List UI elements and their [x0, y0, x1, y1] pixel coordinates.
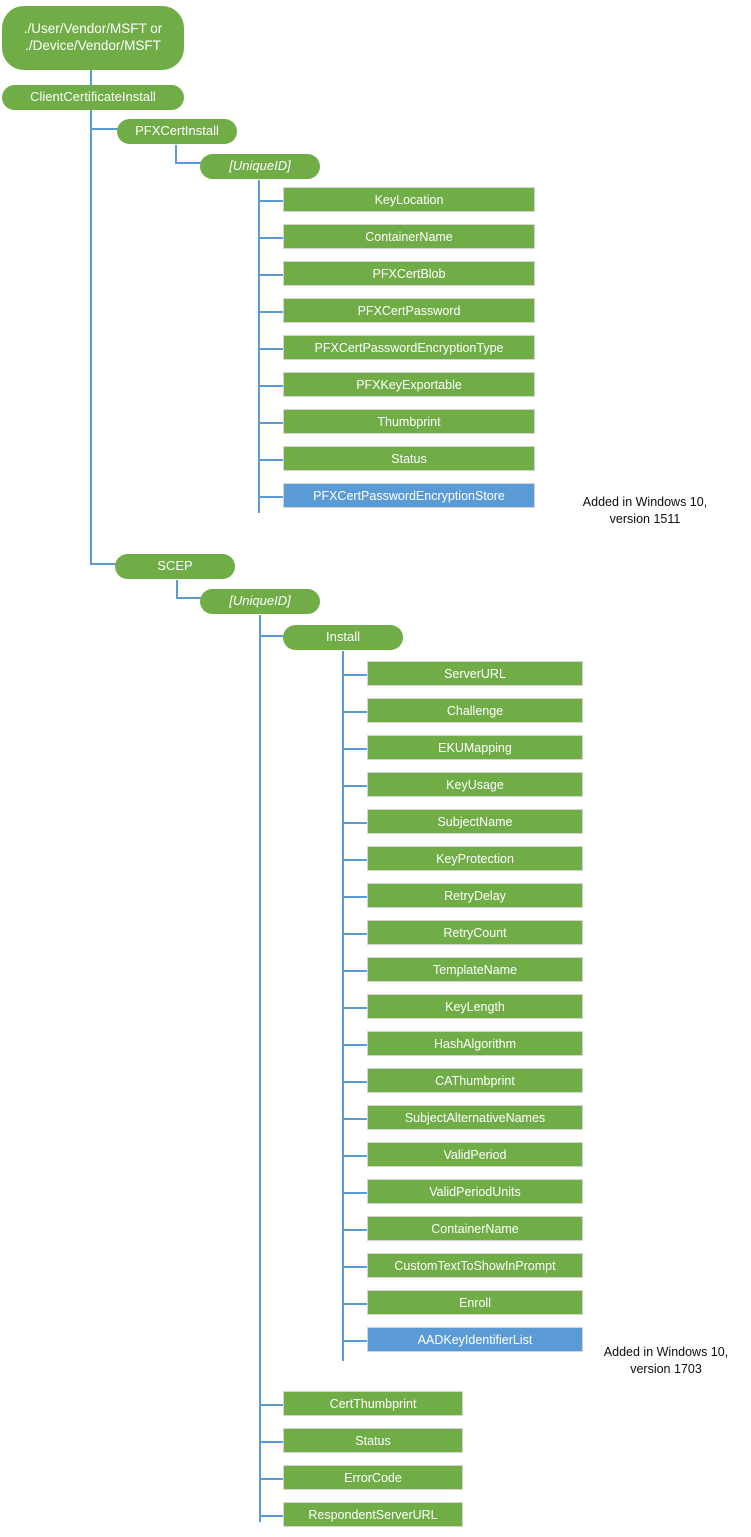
scep-uniqueid-child-box[interactable]: Status — [283, 1428, 463, 1453]
pfx-child-box[interactable]: PFXCertPasswordEncryptionType — [283, 335, 535, 360]
connector-install-child-11 — [342, 1081, 367, 1083]
pfx-child-box[interactable]: KeyLocation — [283, 187, 535, 212]
connector-scep-uniqueid-child-1 — [259, 1441, 283, 1443]
connector-install-child-15 — [342, 1229, 367, 1231]
connector-install-child-1 — [342, 711, 367, 713]
connector-install-child-7 — [342, 933, 367, 935]
pfx-child-box[interactable]: PFXCertPasswordEncryptionStore — [283, 483, 535, 508]
pfx-child-box[interactable]: PFXCertBlob — [283, 261, 535, 286]
node-pfxcertinstall[interactable]: PFXCertInstall — [117, 119, 237, 144]
install-child-box[interactable]: AADKeyIdentifierList — [367, 1327, 583, 1352]
connector-branch-scep — [90, 563, 116, 565]
connector-scep-uniqueid-child-2 — [259, 1478, 283, 1480]
install-child-box[interactable]: ValidPeriodUnits — [367, 1179, 583, 1204]
node-install[interactable]: Install — [283, 625, 403, 650]
connector-install-child-10 — [342, 1044, 367, 1046]
node-root[interactable]: ./User/Vendor/MSFT or ./Device/Vendor/MS… — [2, 6, 184, 70]
connector-pfx-child-6 — [258, 422, 283, 424]
pfx-child-box[interactable]: Thumbprint — [283, 409, 535, 434]
install-child-box[interactable]: RetryCount — [367, 920, 583, 945]
install-child-box[interactable]: ValidPeriod — [367, 1142, 583, 1167]
connector-pfx-child-7 — [258, 459, 283, 461]
connector-pfx-child-1 — [258, 237, 283, 239]
connector-install-child-5 — [342, 859, 367, 861]
connector-install-child-16 — [342, 1266, 367, 1268]
connector-install-child-4 — [342, 822, 367, 824]
install-child-box[interactable]: CAThumbprint — [367, 1068, 583, 1093]
connector-trunk-clientcertificateinstall — [90, 110, 92, 565]
connector-scep-to-uniqueid — [176, 580, 178, 598]
connector-scep-uniqueid-elbow — [176, 597, 204, 599]
connector-install-child-17 — [342, 1303, 367, 1305]
connector-install-child-12 — [342, 1118, 367, 1120]
connector-pfx-child-4 — [258, 348, 283, 350]
scep-uniqueid-child-box[interactable]: ErrorCode — [283, 1465, 463, 1490]
connector-pfx-child-2 — [258, 274, 283, 276]
connector-install-child-13 — [342, 1155, 367, 1157]
connector-install-child-9 — [342, 1007, 367, 1009]
annotation-added-1511: Added in Windows 10, version 1511 — [582, 495, 708, 526]
connector-pfxcertinstall-to-uniqueid — [175, 145, 177, 163]
install-child-box[interactable]: SubjectName — [367, 809, 583, 834]
connector-trunk-pfx-uniqueid — [258, 180, 260, 513]
connector-pfx-child-3 — [258, 311, 283, 313]
connector-pfx-child-8 — [258, 496, 283, 498]
install-child-box[interactable]: Challenge — [367, 698, 583, 723]
connector-branch-install — [259, 635, 285, 637]
install-child-box[interactable]: CustomTextToShowInPrompt — [367, 1253, 583, 1278]
install-child-box[interactable]: KeyLength — [367, 994, 583, 1019]
connector-trunk-install — [342, 651, 344, 1361]
node-pfx-uniqueid[interactable]: [UniqueID] — [200, 154, 320, 179]
install-child-box[interactable]: KeyUsage — [367, 772, 583, 797]
connector-root-to-clientcertificateinstall — [90, 69, 92, 91]
pfx-child-box[interactable]: Status — [283, 446, 535, 471]
node-scep[interactable]: SCEP — [115, 554, 235, 579]
connector-install-child-6 — [342, 896, 367, 898]
connector-scep-uniqueid-child-0 — [259, 1404, 283, 1406]
scep-uniqueid-child-box[interactable]: RespondentServerURL — [283, 1502, 463, 1527]
install-child-box[interactable]: KeyProtection — [367, 846, 583, 871]
install-child-box[interactable]: EKUMapping — [367, 735, 583, 760]
connector-scep-uniqueid-child-3 — [259, 1515, 283, 1517]
install-child-box[interactable]: ServerURL — [367, 661, 583, 686]
connector-install-child-2 — [342, 748, 367, 750]
connector-pfx-child-5 — [258, 385, 283, 387]
connector-install-child-14 — [342, 1192, 367, 1194]
scep-uniqueid-child-box[interactable]: CertThumbprint — [283, 1391, 463, 1416]
connector-install-child-0 — [342, 674, 367, 676]
install-child-box[interactable]: SubjectAlternativeNames — [367, 1105, 583, 1130]
install-child-box[interactable]: Enroll — [367, 1290, 583, 1315]
install-child-box[interactable]: RetryDelay — [367, 883, 583, 908]
annotation-added-1703: Added in Windows 10, version 1703 — [603, 1345, 729, 1376]
install-child-box[interactable]: TemplateName — [367, 957, 583, 982]
connector-install-child-8 — [342, 970, 367, 972]
pfx-child-box[interactable]: PFXKeyExportable — [283, 372, 535, 397]
connector-pfxcertinstall-uniqueid-elbow — [175, 162, 203, 164]
connector-install-child-18 — [342, 1340, 367, 1342]
connector-install-child-3 — [342, 785, 367, 787]
pfx-child-box[interactable]: PFXCertPassword — [283, 298, 535, 323]
connector-pfx-child-0 — [258, 200, 283, 202]
connector-trunk-scep-uniqueid — [259, 615, 261, 1522]
connector-branch-pfxcertinstall — [90, 128, 126, 130]
node-clientcertificateinstall[interactable]: ClientCertificateInstall — [2, 85, 184, 110]
install-child-box[interactable]: HashAlgorithm — [367, 1031, 583, 1056]
install-child-box[interactable]: ContainerName — [367, 1216, 583, 1241]
pfx-child-box[interactable]: ContainerName — [283, 224, 535, 249]
node-scep-uniqueid[interactable]: [UniqueID] — [200, 589, 320, 614]
